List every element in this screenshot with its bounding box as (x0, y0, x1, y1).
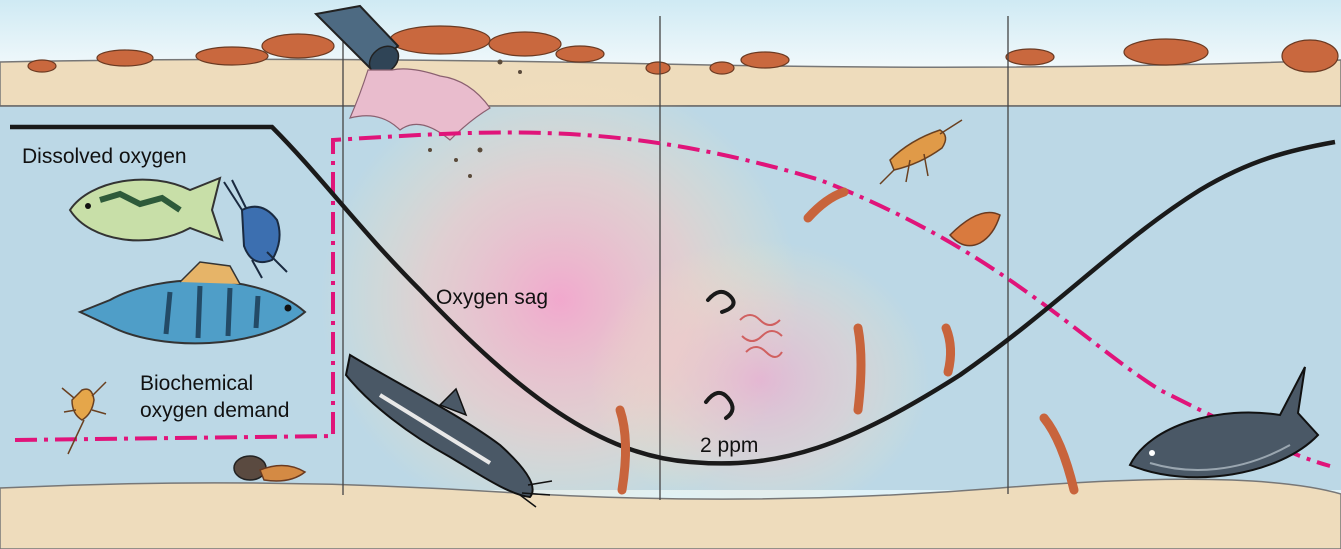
dissolved-oxygen-label: Dissolved oxygen (22, 145, 187, 168)
bod-label-line1: Biochemical (140, 372, 253, 395)
oxygen-sag-label: Oxygen sag (436, 286, 548, 309)
pollution-plume-lower (590, 240, 930, 520)
bod-label-line2: oxygen demand (140, 399, 289, 422)
min-do-label: 2 ppm (700, 434, 758, 457)
